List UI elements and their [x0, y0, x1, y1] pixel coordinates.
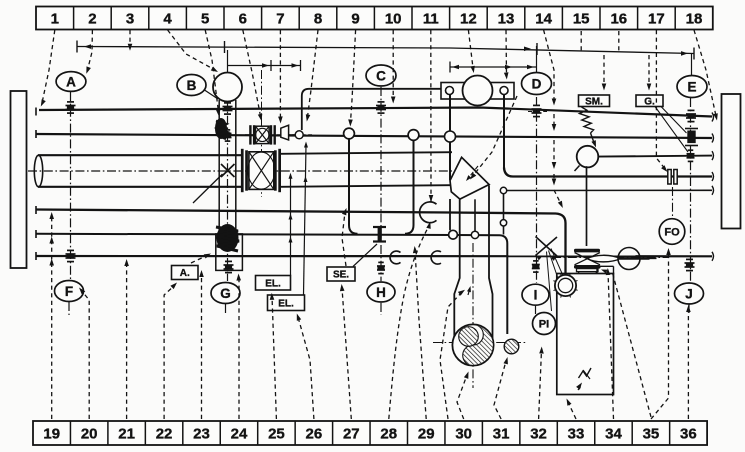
svg-text:D: D [532, 76, 542, 91]
svg-text:29: 29 [418, 425, 435, 442]
svg-text:3: 3 [126, 10, 134, 27]
svg-text:FO: FO [664, 226, 680, 238]
svg-text:14: 14 [535, 10, 552, 27]
svg-text:13: 13 [498, 10, 515, 27]
svg-text:E: E [687, 79, 696, 94]
svg-text:C: C [376, 68, 386, 83]
svg-text:35: 35 [643, 425, 660, 442]
svg-text:25: 25 [268, 425, 285, 442]
svg-text:24: 24 [231, 425, 248, 442]
svg-text:32: 32 [530, 425, 547, 442]
svg-text:28: 28 [380, 425, 397, 442]
svg-text:G: G [220, 286, 231, 301]
svg-text:12: 12 [460, 10, 477, 27]
svg-text:20: 20 [81, 425, 98, 442]
svg-text:26: 26 [306, 425, 323, 442]
svg-text:6: 6 [239, 10, 247, 27]
svg-text:11: 11 [423, 10, 439, 27]
svg-text:8: 8 [314, 10, 322, 27]
svg-text:J: J [685, 286, 693, 301]
svg-text:EL.: EL. [278, 298, 294, 309]
svg-text:15: 15 [573, 10, 590, 27]
svg-text:33: 33 [568, 425, 585, 442]
svg-text:17: 17 [648, 10, 665, 27]
svg-text:EL.: EL. [265, 278, 281, 289]
svg-text:5: 5 [201, 10, 209, 27]
svg-text:31: 31 [493, 425, 510, 442]
svg-text:23: 23 [193, 425, 210, 442]
svg-text:21: 21 [118, 425, 135, 442]
svg-text:SE.: SE. [333, 270, 349, 281]
svg-text:PI: PI [539, 318, 549, 330]
svg-text:B: B [187, 78, 197, 93]
svg-text:H: H [376, 285, 386, 300]
svg-text:10: 10 [385, 10, 402, 27]
svg-text:19: 19 [43, 425, 60, 442]
svg-text:A.: A. [180, 268, 190, 279]
svg-text:34: 34 [605, 425, 622, 442]
svg-text:4: 4 [163, 10, 172, 27]
svg-text:22: 22 [156, 425, 173, 442]
svg-text:A: A [66, 74, 76, 89]
svg-text:2: 2 [88, 10, 96, 27]
svg-text:G.: G. [644, 96, 655, 107]
svg-text:9: 9 [351, 10, 359, 27]
svg-text:SM.: SM. [585, 96, 603, 107]
svg-text:16: 16 [610, 10, 627, 27]
svg-text:27: 27 [343, 425, 360, 442]
svg-text:30: 30 [455, 425, 472, 442]
svg-text:I: I [534, 288, 538, 303]
svg-text:1: 1 [51, 10, 59, 27]
svg-text:18: 18 [686, 10, 703, 27]
svg-text:F: F [65, 284, 73, 299]
svg-text:7: 7 [276, 10, 284, 27]
svg-text:36: 36 [680, 425, 697, 442]
